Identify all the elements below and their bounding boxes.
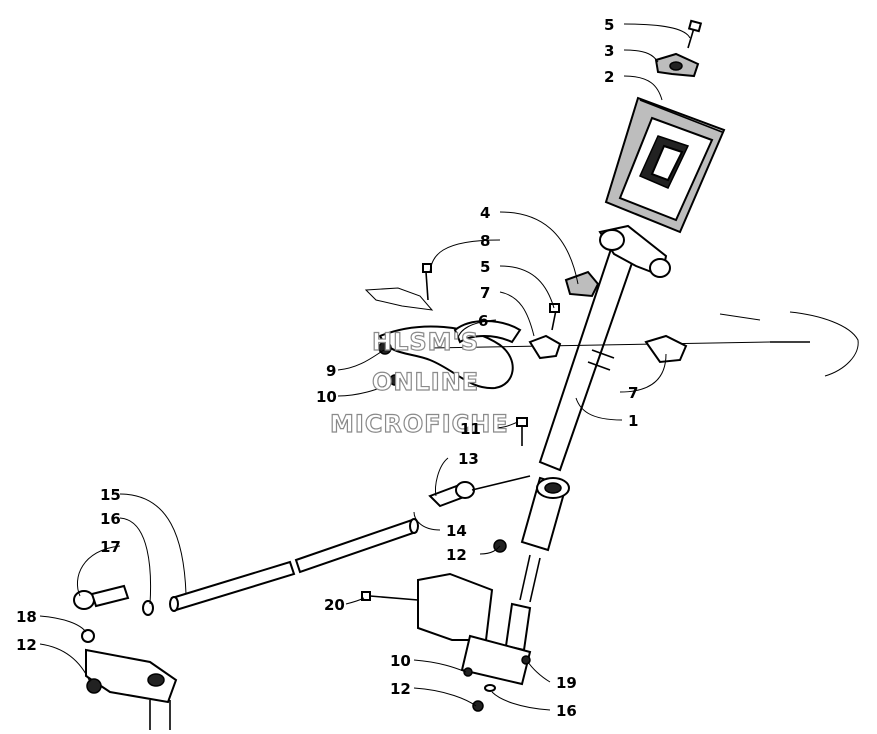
handlebar-clamp xyxy=(654,52,700,78)
throttle-lever xyxy=(378,320,522,390)
clamp-bolt-top xyxy=(687,19,703,49)
callout-9: 9 xyxy=(326,362,336,380)
callout-19: 19 xyxy=(556,674,577,692)
callout-10-left: 10 xyxy=(316,388,337,406)
callout-16-bottom: 16 xyxy=(556,702,577,720)
callout-13: 13 xyxy=(458,450,479,468)
watermark-line-3: MICROFICHE xyxy=(330,410,509,438)
callout-4: 4 xyxy=(480,204,490,222)
callout-1: 1 xyxy=(628,412,638,430)
callout-14: 14 xyxy=(446,522,467,540)
lower-bracket xyxy=(361,572,532,712)
callout-12-left: 12 xyxy=(16,636,37,654)
pinch-bolt-11 xyxy=(516,417,528,446)
callout-7-left: 7 xyxy=(480,284,490,302)
callout-3: 3 xyxy=(604,42,614,60)
clamp-bolt-mid xyxy=(549,303,560,331)
upper-clamp xyxy=(564,270,600,298)
callout-10-bottom: 10 xyxy=(390,652,411,670)
watermark-line-2: ONLINE xyxy=(372,368,479,396)
callout-11: 11 xyxy=(460,420,481,438)
lever-bracket-top xyxy=(364,263,434,311)
watermark-line-1: HLSM'S xyxy=(372,328,479,356)
leader-lines xyxy=(39,23,691,711)
callout-2: 2 xyxy=(604,68,614,86)
steering-post xyxy=(504,224,671,652)
callout-12-bottom: 12 xyxy=(390,680,411,698)
callout-15: 15 xyxy=(100,486,121,504)
throttle-cable xyxy=(429,311,859,377)
callout-16-left: 16 xyxy=(100,510,121,528)
callout-5-mid: 5 xyxy=(480,258,490,276)
tie-rod xyxy=(169,518,419,612)
callout-5-top: 5 xyxy=(604,16,614,34)
handlebar-pad xyxy=(604,96,726,234)
callout-20: 20 xyxy=(324,596,345,614)
callout-18: 18 xyxy=(16,608,37,626)
tie-rod-end-left xyxy=(73,584,154,616)
callout-6: 6 xyxy=(478,312,488,330)
steering-arm xyxy=(81,629,178,730)
watermark: HLSM'S ONLINE MICROFICHE xyxy=(329,327,509,438)
callout-17: 17 xyxy=(100,538,121,556)
callouts: 5 3 2 4 8 5 7 6 9 10 7 1 11 13 15 16 17 … xyxy=(16,16,638,720)
callout-8-top: 8 xyxy=(480,232,490,250)
callout-7-right: 7 xyxy=(628,384,638,402)
callout-12-mid: 12 xyxy=(446,546,467,564)
tie-rod-end-right xyxy=(428,475,531,508)
